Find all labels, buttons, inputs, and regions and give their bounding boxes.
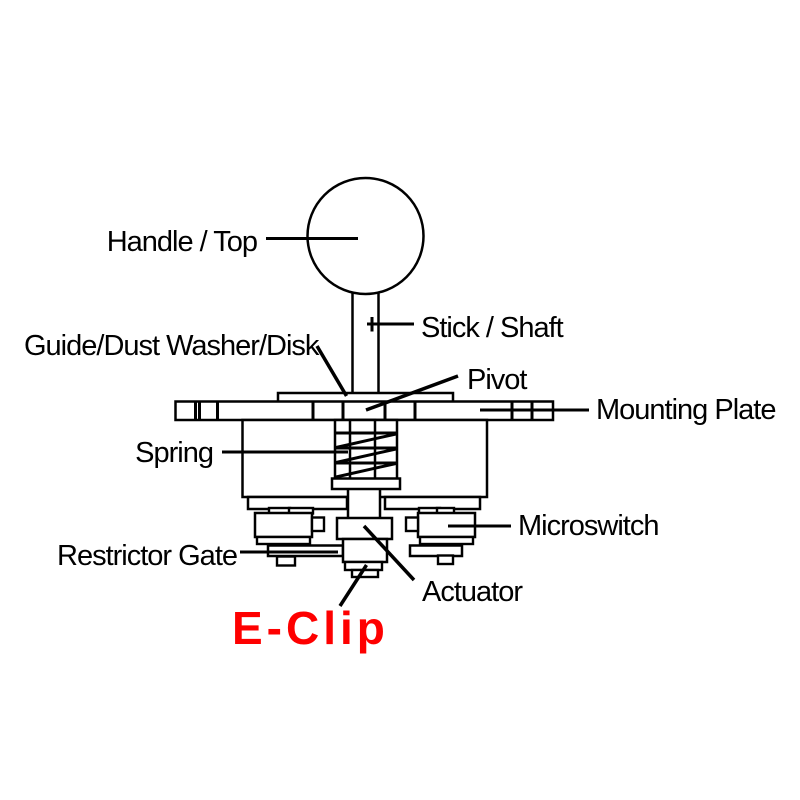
microswitch-left-shape (253, 511, 314, 539)
stick-shaft-shape (351, 280, 380, 397)
label-e-clip: E-Clip (232, 602, 389, 654)
microswitch-left-terminal (310, 516, 326, 533)
label-handle: Handle / Top (107, 226, 257, 258)
e-clip-end-shape (350, 568, 380, 579)
actuator-callout-line (362, 524, 416, 582)
label-stick: Stick / Shaft (421, 312, 564, 344)
pivot-callout-line (365, 374, 459, 412)
guide-washer-callout-line (315, 345, 349, 397)
label-pivot: Pivot (467, 364, 527, 396)
microswitch-right-terminal (404, 516, 420, 533)
handle-ball-shape (306, 176, 425, 296)
spring-coil-line (335, 432, 397, 449)
label-spring: Spring (135, 437, 213, 469)
gate-tab-right-shape (436, 554, 455, 566)
label-actuator: Actuator (422, 576, 523, 608)
e-clip-callout-line (338, 564, 368, 607)
label-restrictor-gate: Restrictor Gate (57, 540, 237, 572)
spring-coil-line (335, 462, 397, 479)
label-mounting-plate: Mounting Plate (596, 394, 775, 426)
spring-coil-shape (335, 431, 397, 479)
switch-base-right-shape (418, 535, 475, 546)
label-microswitch: Microswitch (518, 510, 658, 542)
spring-coil-line (335, 447, 397, 464)
switch-base-left-shape (255, 535, 312, 546)
spring-seat-shape (330, 477, 402, 491)
restrictor-gate-right-shape (408, 544, 464, 558)
gate-tab-left-shape (275, 555, 297, 567)
label-guide-washer: Guide/Dust Washer/Disk (24, 330, 320, 362)
